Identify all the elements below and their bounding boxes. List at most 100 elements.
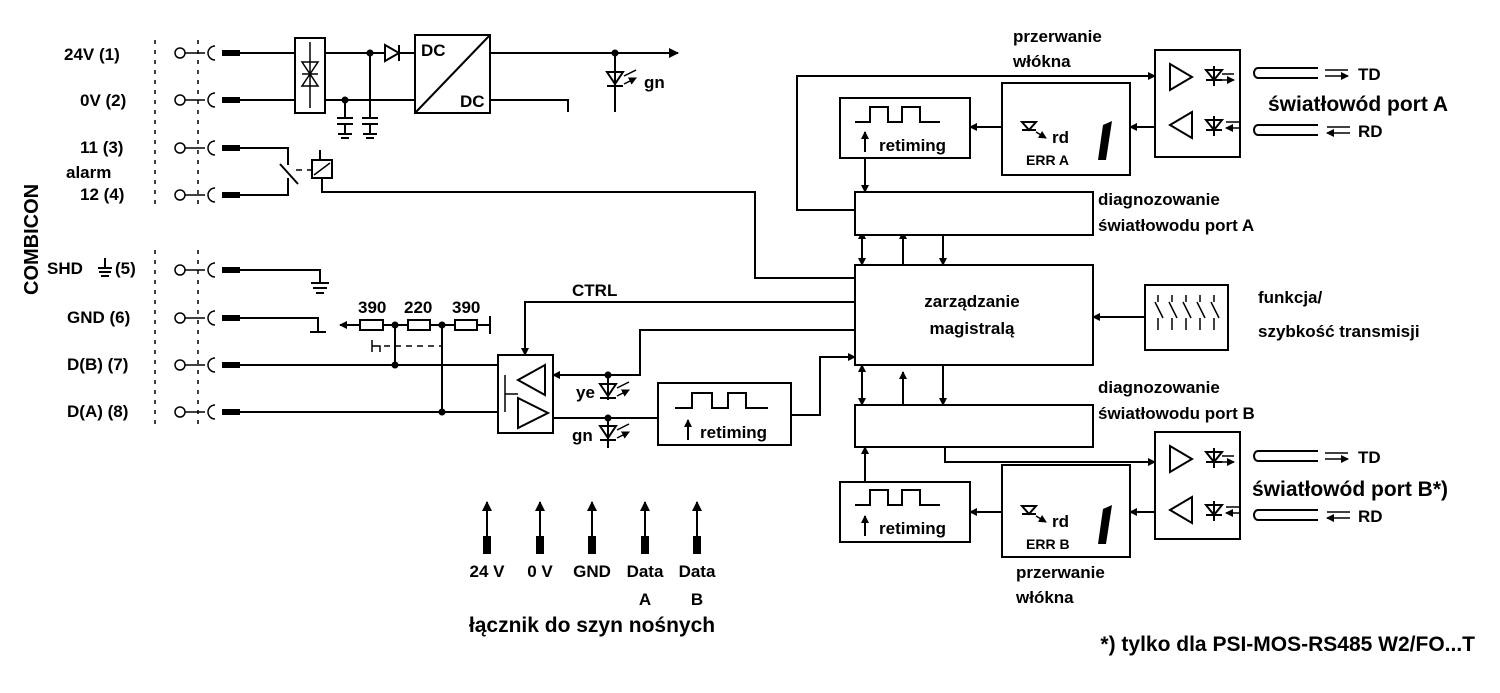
err-a-label: ERR A bbox=[1026, 152, 1069, 168]
td-b-label: TD bbox=[1358, 448, 1381, 467]
diag-port-b-block bbox=[854, 404, 1094, 448]
alarm-relay bbox=[240, 147, 855, 279]
din-pin-data-a bbox=[640, 501, 650, 554]
diag-port-a-block bbox=[854, 191, 1094, 236]
din-pin-gnd bbox=[587, 501, 597, 554]
led-ye-icon bbox=[598, 375, 618, 400]
converter-bottom-label: DC bbox=[460, 92, 485, 111]
break-b-line2: włókna bbox=[1015, 588, 1074, 607]
terminal-label-8: D(A) (8) bbox=[67, 402, 128, 421]
break-a-line2: włókna bbox=[1012, 52, 1071, 71]
diag-a-line1: diagnozowanie bbox=[1098, 190, 1220, 209]
tx-led-b-icon bbox=[1203, 448, 1225, 468]
driver-triangle-icon bbox=[517, 396, 551, 430]
tx-led-a-icon bbox=[1203, 66, 1225, 86]
switch-label-line1: funkcja/ bbox=[1258, 288, 1323, 307]
gnd-ground-icon bbox=[240, 317, 326, 333]
shd-ground-icon bbox=[240, 269, 329, 294]
retiming-block-bus bbox=[657, 382, 792, 446]
diode-icon bbox=[384, 43, 402, 63]
optical-driver-b-icon bbox=[1169, 444, 1194, 474]
terminal-frame-bottom bbox=[154, 250, 199, 430]
rd-b-label: RD bbox=[1358, 507, 1383, 526]
resistor-label-2: 220 bbox=[404, 298, 432, 317]
break-b-line1: przerwanie bbox=[1016, 563, 1105, 582]
led-rd-b-icon bbox=[1019, 505, 1039, 516]
resistor-220 bbox=[407, 319, 431, 331]
terminal-label-7: D(B) (7) bbox=[67, 355, 128, 374]
resistor-390-a bbox=[359, 319, 384, 331]
signal-level-a-icon bbox=[1098, 121, 1112, 160]
resistor-390-b bbox=[454, 319, 478, 331]
signal-level-b-icon bbox=[1098, 505, 1112, 544]
capacitor-icon-1 bbox=[362, 53, 378, 139]
din-pin-label-4: Data bbox=[627, 562, 664, 581]
combicon-block: COMBICON 24V (1) 0V (2) 11 (3) alarm 12 … bbox=[21, 40, 240, 430]
terminal-label-2: 0V (2) bbox=[80, 91, 126, 110]
bus-mgmt-line1: zarządzanie bbox=[924, 292, 1019, 311]
terminal-label-4: 12 (4) bbox=[80, 185, 124, 204]
terminal-label-3: 11 (3) bbox=[80, 138, 123, 157]
tvs-diode-icon bbox=[300, 42, 320, 108]
port-a-label: światłowód port A bbox=[1268, 93, 1448, 116]
terminal-label-5: (5) bbox=[115, 259, 136, 278]
optical-driver-a-icon bbox=[1169, 62, 1194, 92]
retiming-bus-label: retiming bbox=[700, 423, 767, 442]
resistor-label-3: 390 bbox=[452, 298, 480, 317]
power-led-icon bbox=[605, 53, 625, 112]
diag-a-line2: światłowodu port A bbox=[1098, 216, 1254, 235]
capacitor-icon-2 bbox=[337, 100, 353, 139]
converter-top-label: DC bbox=[421, 41, 446, 60]
optical-receiver-b-icon bbox=[1168, 495, 1193, 525]
din-pin-label-2: 0 V bbox=[527, 562, 553, 581]
retiming-block-b bbox=[839, 481, 971, 543]
resistor-label-1: 390 bbox=[358, 298, 386, 317]
din-rail-connector: 24 V 0 V GND Data Data A B łącznik do sz… bbox=[469, 501, 716, 637]
din-pin-sub-a: A bbox=[639, 590, 651, 609]
din-pin-24v bbox=[482, 501, 492, 554]
dip-switch-block bbox=[1144, 284, 1229, 351]
bus-management-block bbox=[854, 264, 1094, 366]
terminal-connectors bbox=[174, 45, 240, 420]
port-b-section: diagnozowanie światłowodu port B retimin… bbox=[839, 378, 1448, 607]
rd-a-label: RD bbox=[1358, 122, 1383, 141]
terminal-label-6: GND (6) bbox=[67, 308, 130, 327]
fiber-td-a bbox=[1253, 67, 1318, 79]
retiming-b-label: retiming bbox=[879, 519, 946, 538]
ctrl-label: CTRL bbox=[572, 281, 617, 300]
din-rail-caption: łącznik do szyn nośnych bbox=[469, 614, 715, 637]
terminal-frame-top bbox=[154, 40, 199, 210]
optical-receiver-a-icon bbox=[1168, 110, 1193, 140]
shd-prefix: SHD bbox=[47, 259, 83, 278]
optical-transceiver-a bbox=[1154, 49, 1241, 158]
led-ye-label: ye bbox=[576, 383, 595, 402]
fiber-td-b bbox=[1253, 450, 1318, 462]
bus-mgmt-line2: magistralą bbox=[929, 319, 1015, 338]
dip-switch-icon bbox=[1154, 295, 1220, 330]
td-a-label: TD bbox=[1358, 65, 1381, 84]
led-rd-a-label: rd bbox=[1052, 128, 1069, 147]
led-gn-icon bbox=[553, 417, 658, 448]
fiber-rd-b bbox=[1253, 509, 1318, 521]
err-b-label: ERR B bbox=[1026, 536, 1070, 552]
din-pin-label-5: Data bbox=[679, 562, 716, 581]
led-gn-label: gn bbox=[572, 426, 593, 445]
diag-b-line1: diagnozowanie bbox=[1098, 378, 1220, 397]
power-led-label: gn bbox=[644, 73, 665, 92]
port-b-label: światłowód port B*) bbox=[1252, 478, 1448, 501]
break-a-line1: przerwanie bbox=[1013, 27, 1102, 46]
core-section: zarządzanie magistralą funkcja/ szybkość… bbox=[854, 231, 1420, 406]
diag-b-line2: światłowodu port B bbox=[1098, 404, 1255, 423]
switch-label-line2: szybkość transmisji bbox=[1258, 322, 1420, 341]
din-pin-data-b bbox=[692, 501, 702, 554]
fiber-rd-a bbox=[1253, 124, 1318, 136]
terminal-label-1: 24V (1) bbox=[64, 45, 120, 64]
din-pin-0v bbox=[535, 501, 545, 554]
combicon-title: COMBICON bbox=[21, 184, 43, 295]
alarm-label: alarm bbox=[66, 163, 111, 182]
power-section: DC DC gn bbox=[240, 34, 679, 139]
port-a-section: diagnozowanie światłowodu port A retimin… bbox=[796, 27, 1448, 236]
din-pin-label-3: GND bbox=[573, 562, 611, 581]
rs485-section: 390 220 390 CTRL ye gn bbox=[240, 269, 856, 448]
